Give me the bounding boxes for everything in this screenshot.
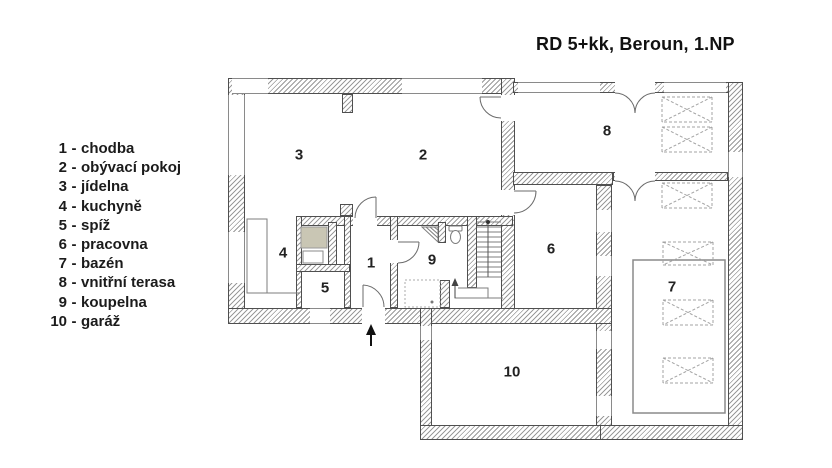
door-opening: [362, 307, 385, 325]
legend-item: 3-jídelna: [40, 177, 181, 196]
room-label-4: 4: [278, 244, 288, 262]
legend-item: 5-spíž: [40, 216, 181, 235]
legend-room-name: vnitřní terasa: [81, 274, 176, 292]
window: [228, 232, 245, 283]
window: [596, 331, 612, 349]
room-label-10: 10: [503, 363, 521, 381]
skylight-icons: [661, 96, 714, 384]
wall-segment: [600, 425, 743, 440]
legend-room-name: jídelna: [81, 178, 129, 196]
plan-title: RD 5+kk, Beroun, 1.NP: [536, 34, 735, 54]
legend-number: 6: [58, 235, 67, 253]
door-opening: [389, 240, 399, 263]
legend-number: 3: [58, 178, 67, 196]
legend-item: 4-kuchyně: [40, 197, 181, 216]
wall-segment: [296, 264, 350, 272]
entrance-arrow-icon: [366, 324, 376, 346]
legend-separator: -: [71, 178, 77, 196]
room-label-3: 3: [294, 146, 304, 164]
room-label-6: 6: [546, 240, 556, 258]
wall-segment: [340, 204, 353, 216]
window: [596, 396, 612, 416]
toilet-icon: [448, 225, 463, 244]
room-label-8: 8: [602, 122, 612, 140]
legend-number: 9: [58, 293, 67, 311]
door-opening: [500, 190, 516, 215]
door-swings: [354, 92, 656, 308]
legend-room-name: spíž: [81, 216, 111, 234]
legend-number: 5: [58, 216, 67, 234]
window: [228, 95, 245, 175]
door-opening: [353, 215, 377, 227]
room-legend: 1-chodba 2-obývací pokoj 3-jídelna 4-kuc…: [40, 139, 181, 331]
legend-room-name: bazén: [81, 255, 124, 273]
legend-number: 8: [58, 274, 67, 292]
wall-segment: [342, 94, 353, 113]
legend-separator: -: [71, 140, 77, 157]
wall-segment: [296, 216, 302, 308]
legend-room-name: garáž: [81, 312, 121, 330]
stairs-up-arrow-icon: [451, 278, 459, 298]
window: [402, 78, 482, 94]
wall-segment: [513, 172, 613, 185]
legend-separator: -: [71, 274, 77, 292]
legend-number: 7: [58, 255, 67, 273]
legend-room-name: obývací pokoj: [81, 159, 182, 177]
legend-room-name: chodba: [81, 140, 135, 157]
legend-room-name: pracovna: [81, 235, 148, 253]
room-label-9: 9: [427, 251, 437, 269]
wall-segment: [420, 425, 612, 440]
window: [310, 308, 330, 324]
room-label-1: 1: [366, 254, 376, 272]
window: [518, 82, 600, 93]
window: [596, 210, 612, 232]
window: [728, 152, 743, 177]
legend-item: 10-garáž: [40, 312, 181, 331]
legend-separator: -: [71, 197, 77, 215]
kitchen-sink: [302, 250, 324, 264]
wall-segment: [344, 216, 351, 308]
legend-separator: -: [71, 216, 77, 234]
legend-separator: -: [71, 235, 77, 253]
legend-item: 6-pracovna: [40, 235, 181, 254]
legend-number: 4: [58, 197, 67, 215]
legend-room-name: kuchyně: [81, 197, 142, 215]
legend-number: 2: [58, 159, 67, 177]
legend-item: 9-koupelna: [40, 293, 181, 312]
pool: [632, 259, 726, 414]
legend-room-name: koupelna: [81, 293, 147, 311]
legend-item: 1-chodba: [40, 139, 181, 158]
door-opening: [615, 171, 655, 182]
door-opening: [615, 81, 655, 94]
legend-separator: -: [71, 312, 77, 330]
kitchen-counter: [246, 218, 300, 294]
legend-separator: -: [71, 255, 77, 273]
legend-item: 8-vnitřní terasa: [40, 273, 181, 292]
wall-segment: [420, 308, 612, 324]
window: [664, 82, 726, 93]
window: [420, 326, 432, 340]
kitchen-island: [300, 226, 328, 249]
washer-icon: [404, 279, 441, 308]
window: [596, 256, 612, 276]
wall-segment: [613, 172, 728, 181]
legend-number: 10: [50, 312, 67, 330]
room-label-5: 5: [320, 279, 330, 297]
window: [232, 78, 268, 94]
legend-separator: -: [71, 293, 77, 311]
legend-item: 2-obývací pokoj: [40, 158, 181, 177]
legend-separator: -: [71, 159, 77, 177]
legend-item: 7-bazén: [40, 254, 181, 273]
door-opening: [500, 95, 516, 121]
shower-icon: [420, 226, 439, 244]
room-label-7: 7: [667, 278, 677, 296]
staircase: [454, 220, 503, 299]
room-label-2: 2: [418, 146, 428, 164]
legend-number: 1: [58, 140, 67, 157]
